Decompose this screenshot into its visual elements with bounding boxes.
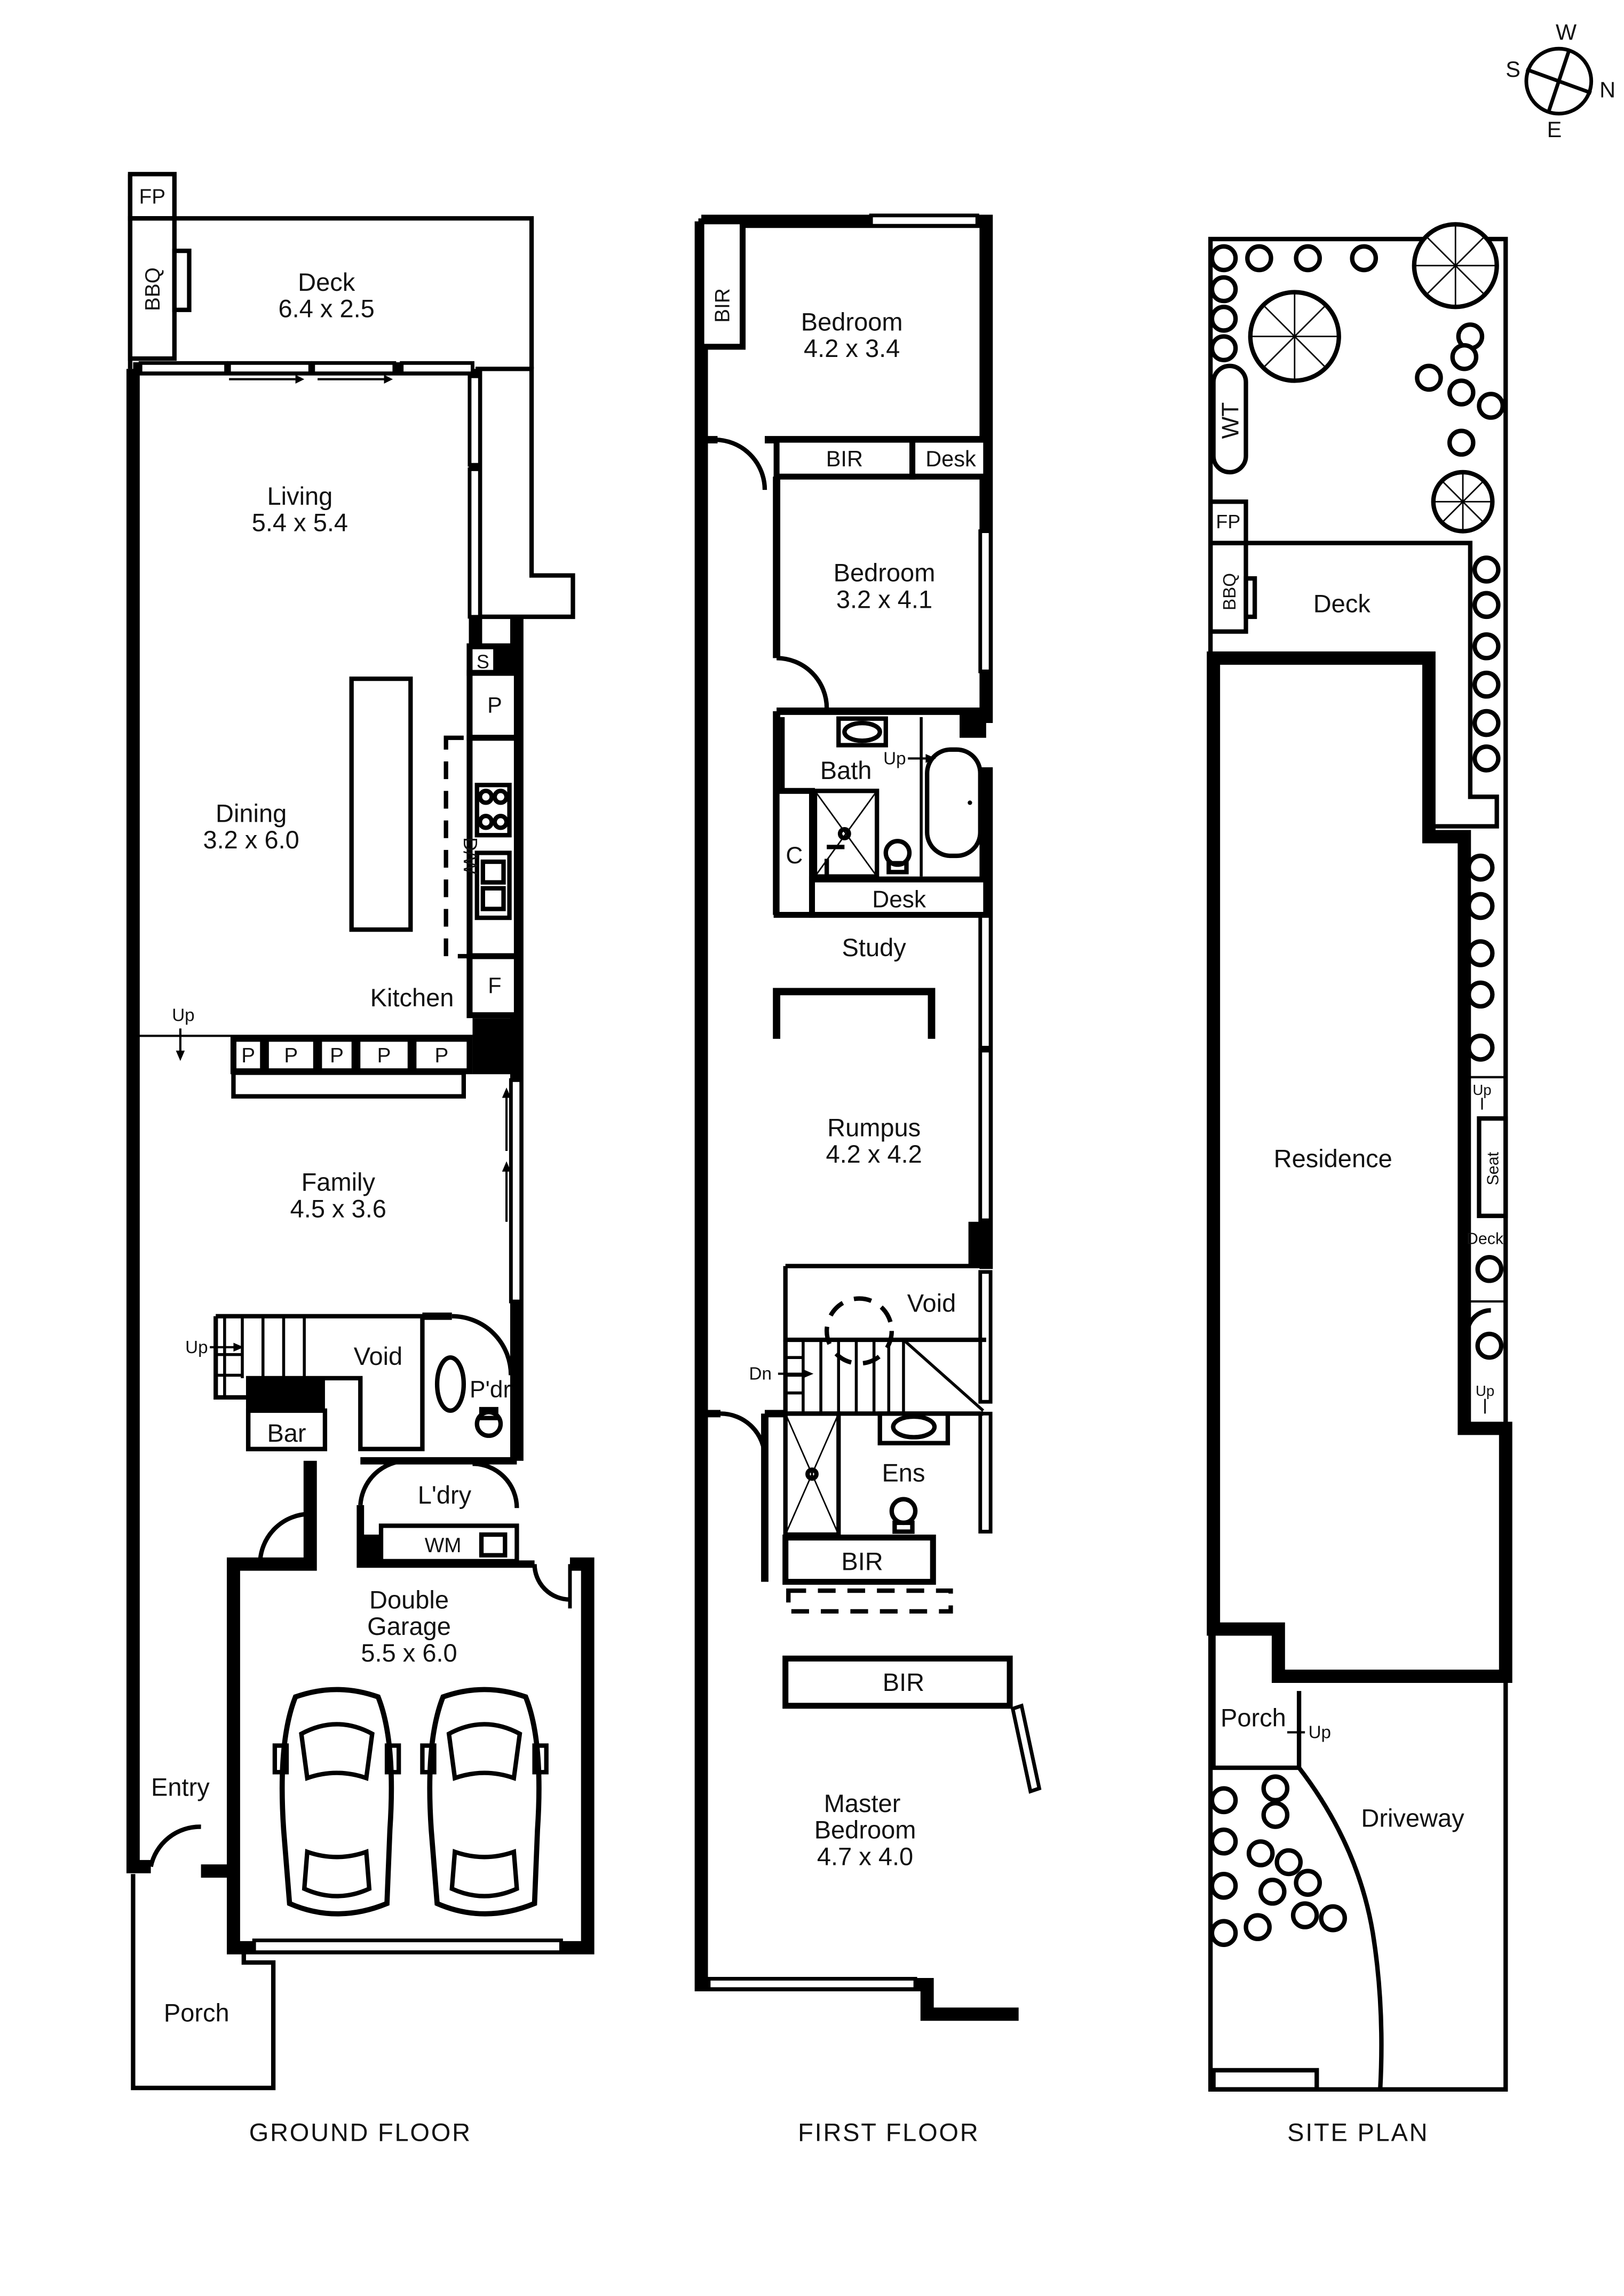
car-right [420,1687,549,1917]
garage-line1: Double [369,1585,449,1614]
dining-size: 3.2 x 6.0 [203,825,299,854]
compass-w: W [1556,20,1577,45]
ff-bir1-label: BIR [711,288,734,323]
stair-up-label: Up [185,1338,208,1357]
ff-void-label: Void [907,1289,956,1317]
c-label: C [786,843,803,869]
sp-up3-label: Up [1309,1723,1331,1743]
compass-n: N [1599,77,1615,102]
entry-label: Entry [151,1773,210,1801]
pantry-p3: P [330,1044,344,1067]
p-box-label: P [487,693,502,718]
fp-label: FP [139,186,165,209]
garage-size: 5.5 x 6.0 [361,1639,457,1667]
pantry-p4: P [377,1044,391,1067]
pdr-label: P'dr [470,1377,511,1403]
gf-porch-label: Porch [164,1999,229,2027]
kitchen-island [349,676,413,932]
dw-label: D/W [460,837,481,875]
residence-label: Residence [1274,1144,1392,1172]
sp-up-label: Up [1472,1082,1491,1098]
bath-label: Bath [820,756,872,784]
pantry-row: P P P P P [230,1036,473,1099]
first-floor-title: FIRST FLOOR [798,2118,979,2147]
family-size: 4.5 x 3.6 [290,1194,386,1222]
master-line1: Master [824,1789,901,1817]
gf-up-label: Up [172,1006,194,1026]
driveway-label: Driveway [1361,1804,1464,1832]
ff-bir4-label: BIR [883,1668,924,1696]
sp-bbq-label: BBQ [1220,573,1240,610]
living-name: Living [267,482,332,510]
gf-void-label: Void [354,1342,402,1370]
master-size: 4.7 x 4.0 [817,1842,913,1870]
rumpus-size: 4.2 x 4.2 [826,1140,922,1168]
study-label: Study [842,933,907,962]
gf-deck-name: Deck [298,268,355,296]
master-line2: Bedroom [814,1816,916,1844]
bath-up-label: Up [883,749,906,768]
f-box-label: F [488,973,501,998]
sp-up2-label: Up [1476,1383,1494,1399]
compass-s: S [1506,57,1520,82]
ground-floor-title: GROUND FLOOR [249,2118,472,2147]
compass: W S N E [1506,20,1615,142]
dn-label: Dn [749,1364,772,1384]
gf-deck-size: 6.4 x 2.5 [279,295,375,323]
living-size: 5.4 x 5.4 [252,509,348,537]
ff-desk2-label: Desk [872,887,926,913]
sp-fp-label: FP [1216,511,1240,533]
seat-label: Seat [1484,1151,1502,1185]
bbq-label: BBQ [141,267,164,311]
pantry-p2: P [284,1044,298,1067]
bed2-size: 3.2 x 4.1 [836,585,932,613]
pantry-p1: P [241,1044,255,1067]
bed1-name: Bedroom [801,307,903,336]
kitchen-label: Kitchen [370,983,454,1012]
pantry-p5: P [434,1044,448,1067]
s-label: S [477,651,489,673]
ff-bir2-label: BIR [826,446,863,471]
laundry-label: L'dry [418,1481,472,1509]
sp-porch-label: Porch [1221,1704,1286,1732]
bed1-size: 4.2 x 3.4 [804,334,900,362]
site-plan: WT FP BBQ Deck Residence Up Seat Deck Up… [1207,222,1512,2147]
family-name: Family [302,1168,376,1196]
garage-line2: Garage [367,1612,451,1640]
ens-label: Ens [882,1458,925,1487]
wm-label: WM [425,1534,462,1557]
site-plan-title: SITE PLAN [1287,2118,1429,2147]
sp-deck-label: Deck [1313,590,1371,618]
rumpus-name: Rumpus [827,1113,921,1141]
ground-floor-plan: FP BBQ Deck 6.4 x 2.5 Living 5.4 x 5.4 [126,172,595,2147]
compass-e: E [1547,117,1562,142]
bar-label: Bar [267,1419,306,1447]
ff-bir3-label: BIR [841,1547,883,1575]
ground-stairs: Up Void Bar [185,1314,425,1451]
car-left [272,1687,401,1917]
first-floor-plan: BIR Bedroom 4.2 x 3.4 BIR Desk Bedroom 3… [694,213,1042,2147]
ff-desk-label: Desk [925,446,976,471]
dining-name: Dining [216,799,287,827]
wt-label: WT [1218,402,1244,439]
sp-deck2-label: Deck [1467,1229,1504,1248]
bed2-name: Bedroom [834,559,936,587]
